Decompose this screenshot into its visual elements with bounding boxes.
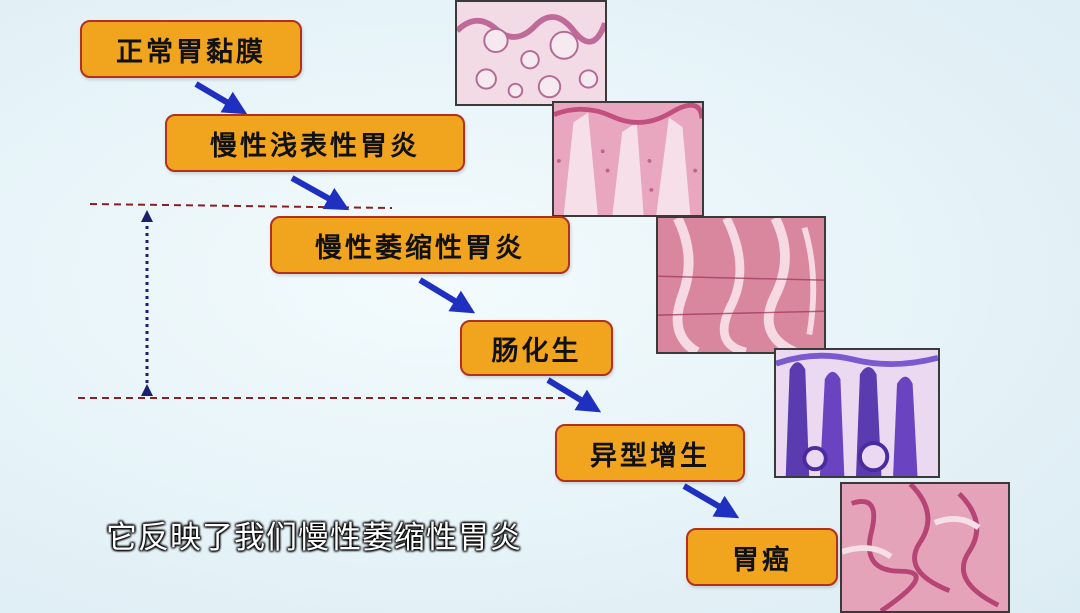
micrograph-normal-mucosa [455, 0, 607, 106]
stage-box-normal-mucosa: 正常胃黏膜 [80, 20, 302, 78]
video-subtitle: 它反映了我们慢性萎缩性胃炎 [106, 520, 522, 556]
dashed-line-upper [89, 203, 393, 209]
micrograph-intestinal-metaplasia [774, 348, 940, 478]
arrow-4 [546, 377, 602, 413]
stage-box-superficial-gastritis: 慢性浅表性胃炎 [165, 114, 465, 172]
arrow-3 [418, 277, 476, 314]
stage-box-atrophic-gastritis: 慢性萎缩性胃炎 [270, 216, 570, 274]
stage-box-gastric-cancer: 胃癌 [686, 528, 838, 586]
micrograph-atrophic-gastritis [656, 216, 826, 354]
micrograph-gastric-cancer [840, 482, 1010, 613]
stage-box-dysplasia: 异型增生 [555, 424, 745, 482]
stage-box-intestinal-metaplasia: 肠化生 [460, 320, 613, 376]
arrow-2 [290, 175, 350, 211]
arrow-1 [194, 81, 248, 115]
arrow-5 [682, 483, 740, 519]
micrograph-superficial-gastritis [552, 101, 704, 217]
